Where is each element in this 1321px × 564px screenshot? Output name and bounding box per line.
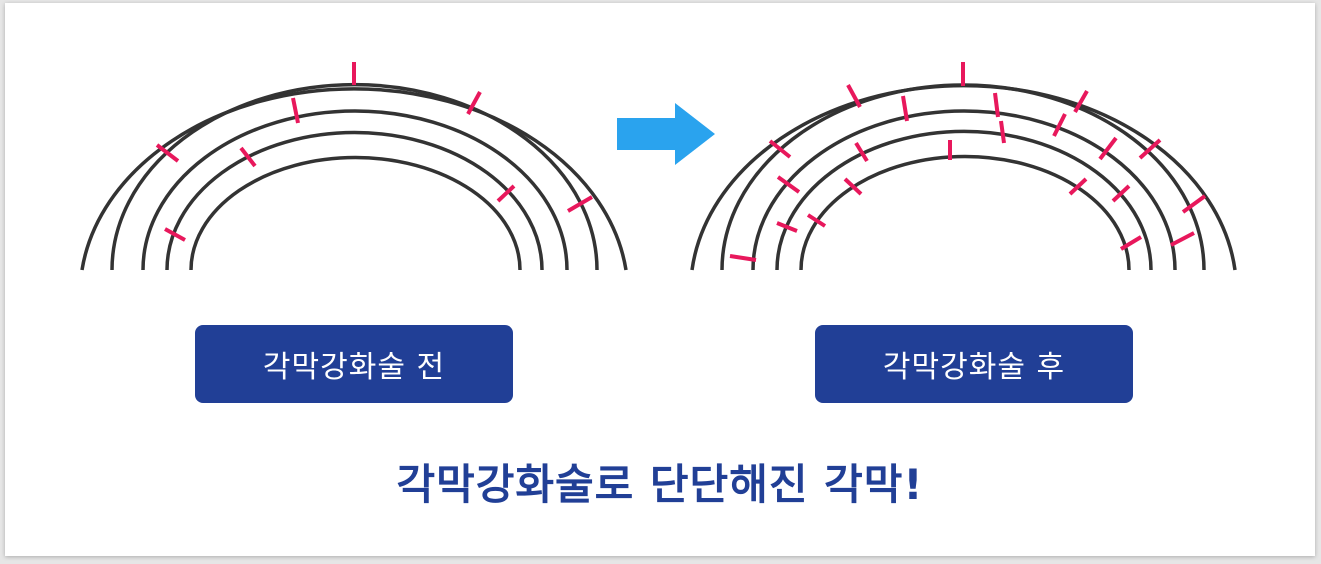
cornea-layer: [80, 87, 628, 271]
crosslink: [1170, 231, 1195, 247]
crosslink: [1119, 235, 1143, 251]
crosslink: [496, 184, 516, 203]
crosslink: [776, 175, 801, 194]
cornea-after: [690, 83, 1237, 271]
label-before: 각막강화술 전: [195, 325, 513, 403]
cornea-layer: [751, 109, 1177, 271]
crosslink: [1111, 184, 1131, 203]
crosslink: [993, 92, 1000, 118]
crosslinks-after: [729, 62, 1207, 262]
crosslink: [729, 254, 757, 262]
cornea-layer: [165, 130, 544, 271]
right-arrow-icon: [617, 103, 715, 165]
crosslink: [776, 221, 798, 233]
crosslink: [846, 84, 862, 108]
cornea-layer: [690, 83, 1237, 271]
crosslink: [901, 95, 909, 122]
cornea-diagram: [80, 62, 1237, 271]
crosslink: [843, 177, 863, 196]
crosslink: [466, 91, 482, 115]
crosslink: [806, 213, 827, 228]
cornea-layer: [189, 155, 522, 271]
crosslink: [1068, 177, 1088, 196]
crosslink: [239, 146, 257, 168]
crosslink: [1073, 90, 1089, 113]
crosslink: [164, 227, 186, 242]
cornea-layer: [775, 129, 1153, 271]
cornea-before: [80, 82, 628, 271]
crosslink: [854, 141, 869, 163]
crosslink: [768, 139, 792, 159]
crosslink: [1098, 136, 1118, 161]
cornea-layer: [799, 154, 1131, 271]
headline: 각막강화술로 단단해진 각막!: [396, 460, 924, 509]
crosslink: [291, 97, 300, 124]
label-after: 각막강화술 후: [815, 325, 1133, 403]
cornea-layer: [141, 109, 569, 271]
crosslinks-before: [155, 62, 594, 242]
card: 각막강화술 전 각막강화술 후 각막강화술로 단단해진 각막!: [5, 3, 1315, 556]
crosslink: [566, 195, 594, 213]
crosslink: [1052, 113, 1067, 137]
crosslink: [999, 120, 1006, 144]
crosslink: [1138, 138, 1162, 160]
crosslink: [1181, 194, 1207, 214]
crosslink: [155, 143, 180, 163]
